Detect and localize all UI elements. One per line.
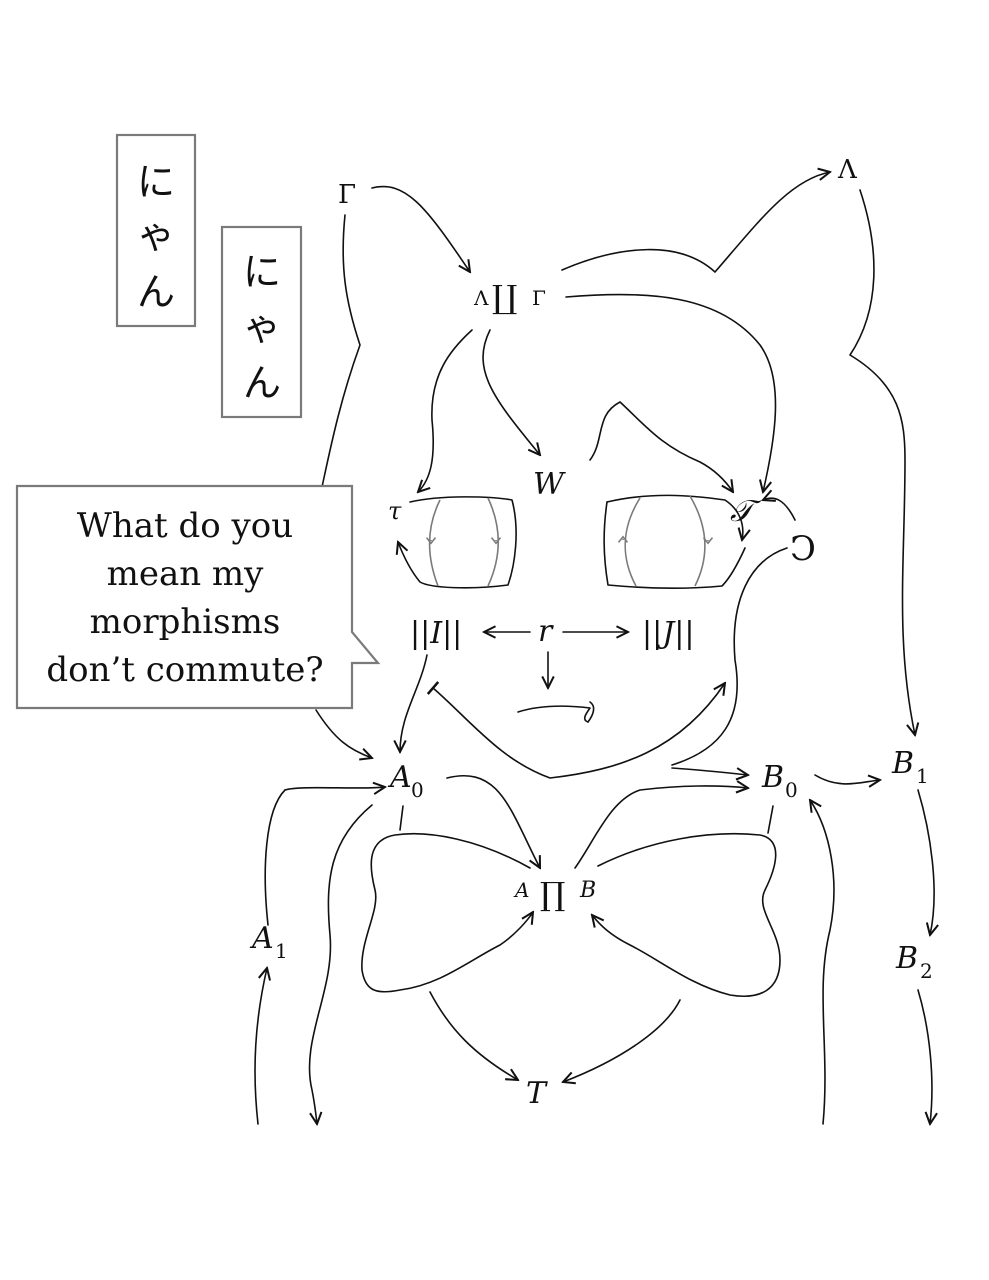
bow-and-body [254,774,934,1124]
node-b0-base: B [761,760,784,795]
node-product-b: B [579,878,596,903]
node-labels: Γ Λ Λ ∐ Γ W τ 𝒯 Ↄ ||I|| r ||J|| A 0 B 0 … [249,155,933,1111]
nyan-box-1-char-3: ん [137,270,175,314]
node-norm-i: ||I|| [410,616,462,651]
node-b0: B 0 [761,760,798,802]
nyan-box-2-char-2: ゃ [243,305,281,349]
node-tau-left: τ [388,497,402,525]
node-r: r [538,614,554,649]
node-product-a: A [513,878,529,902]
nyan-box-2-char-3: ん [243,361,281,405]
hair-outline [315,172,915,775]
nyan-box-1-char-1: に [137,160,175,204]
speech-bubble: What do you mean my morphisms don’t comm… [15,484,381,710]
left-eye [398,496,517,589]
face-center [400,632,725,779]
node-a0-base: A [387,760,412,795]
nyan-box-1-char-2: ゃ [137,213,175,257]
bubble-line-2: mean my [107,554,265,594]
node-b2-base: B [895,941,918,976]
node-b1: B 1 [891,746,929,788]
node-coproduct-lambda: Λ [473,286,489,310]
bubble-line-1: What do you [77,506,293,546]
node-b1-base: B [891,746,914,781]
node-a1-base: A [249,921,274,956]
node-product-symbol: ∏ [540,875,565,913]
node-a0-sub: 0 [411,778,424,802]
node-reverse-c: Ↄ [790,529,816,569]
node-b2: B 2 [895,941,933,983]
node-tau-right: 𝒯 [730,494,762,529]
node-norm-j: ||J|| [642,616,694,651]
node-t: T [526,1076,548,1111]
nyan-box-1: に ゃ ん [115,133,197,328]
node-coproduct-gamma: Γ [532,286,546,310]
nyan-box-2: に ゃ ん [220,225,303,419]
right-eye [603,494,745,590]
node-w: W [533,467,566,502]
node-b0-sub: 0 [785,778,798,802]
node-product: A ∏ B [513,875,596,913]
node-b1-sub: 1 [916,764,929,788]
node-b2-sub: 2 [920,959,933,983]
bubble-line-4: don’t commute? [46,650,323,690]
node-coproduct-symbol: ∐ [492,278,517,316]
node-lambda: Λ [837,155,858,185]
node-a0: A 0 [387,760,424,802]
nyan-box-2-char-1: に [243,250,281,294]
node-a1-sub: 1 [275,939,288,963]
bubble-line-3: morphisms [90,602,281,642]
node-a1: A 1 [249,921,288,963]
node-gamma: Γ [338,180,356,210]
